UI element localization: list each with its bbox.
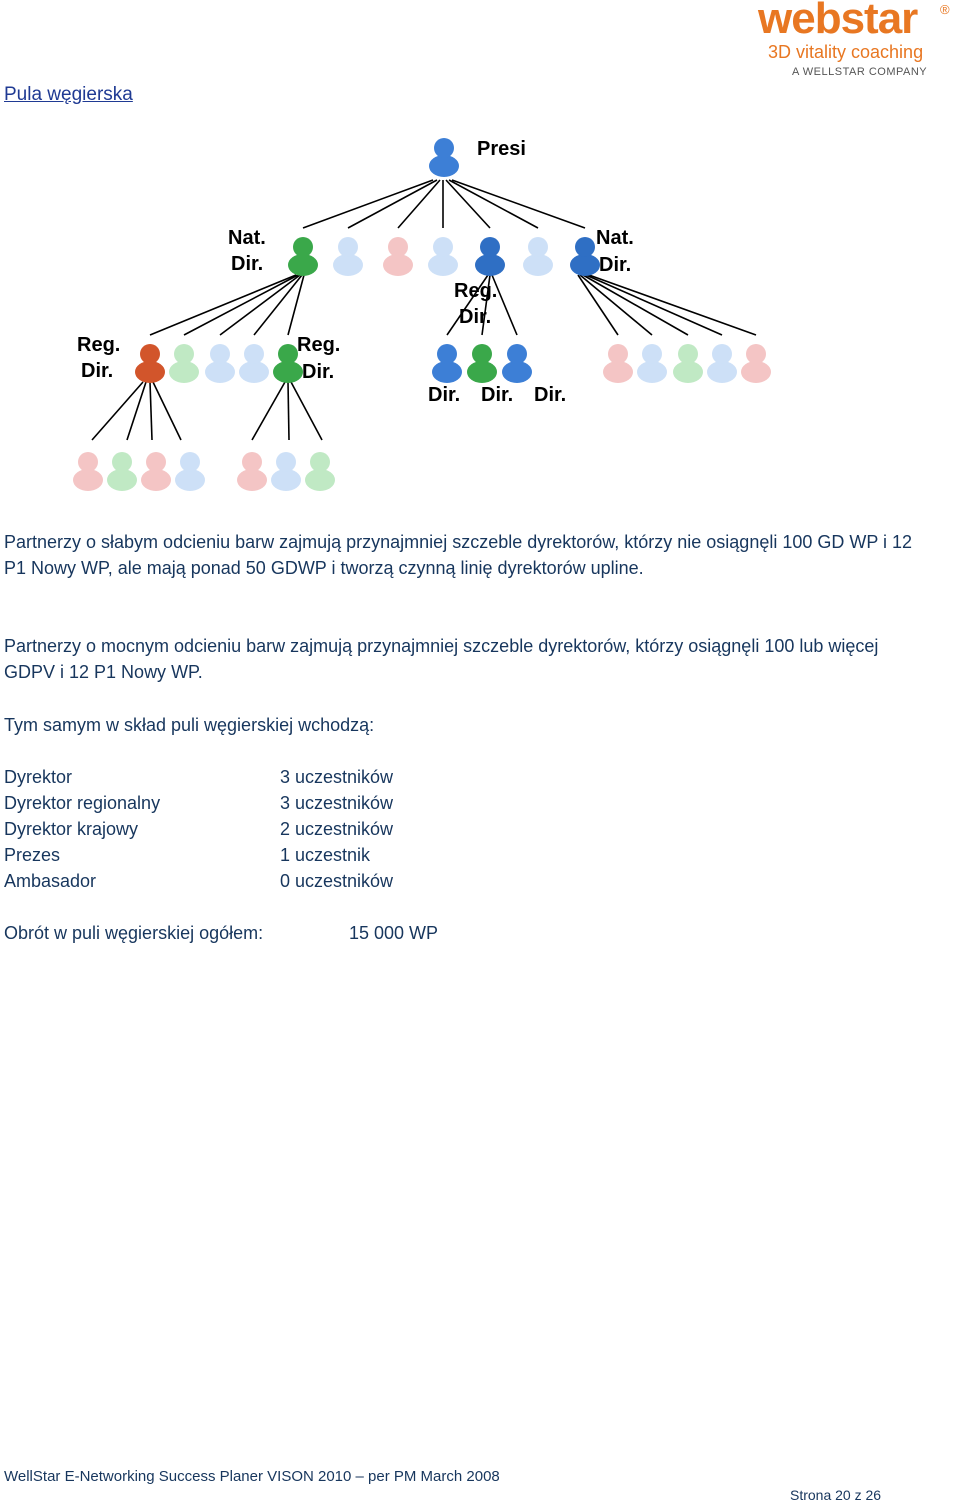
person-icon <box>305 452 335 491</box>
person-icon <box>428 237 458 276</box>
page-footer: WellStar E-Networking Success Planer VIS… <box>4 1468 500 1485</box>
person-icon <box>741 344 771 383</box>
person-icon <box>237 452 267 491</box>
logo-registered-mark: ® <box>940 2 950 17</box>
person-icon <box>271 452 301 491</box>
total-value: 15 000 WP <box>349 923 439 943</box>
list-item-label: Dyrektor krajowy <box>4 819 139 839</box>
label-nat-dir: Dir. <box>599 254 631 276</box>
logo-company: A WELLSTAR COMPANY <box>792 66 928 78</box>
person-icon <box>707 344 737 383</box>
person-icon <box>603 344 633 383</box>
total-label: Obrót w puli węgierskiej ogółem: <box>4 923 264 943</box>
label-dir: Dir. <box>481 384 513 406</box>
logo-wordmark: webstar <box>758 0 918 43</box>
person-icon <box>205 344 235 383</box>
list-item-value: 0 uczestników <box>280 871 394 891</box>
person-icon <box>169 344 199 383</box>
label-reg-dir: Dir. <box>81 360 113 382</box>
person-icon <box>502 344 532 383</box>
total-turnover: Obrót w puli węgierskiej ogółem: 15 000 … <box>4 920 438 946</box>
person-icon <box>135 344 165 383</box>
list-item-label: Dyrektor regionalny <box>4 793 161 813</box>
person-icon <box>432 344 462 383</box>
person-icon <box>637 344 667 383</box>
paragraph-weak-shade: Partnerzy o słabym odcieniu barw zajmują… <box>4 532 913 578</box>
label-nat-dir: Nat. <box>228 227 266 249</box>
label-reg-dir: Reg. <box>77 334 120 356</box>
person-icon <box>673 344 703 383</box>
paragraph-strong-shade: Partnerzy o mocnym odcieniu barw zajmują… <box>4 636 879 682</box>
person-icon <box>107 452 137 491</box>
list-item-value: 3 uczestników <box>280 767 394 787</box>
person-icon <box>467 344 497 383</box>
logo-tagline: 3D vitality coaching <box>768 42 924 62</box>
list-item-label: Prezes <box>4 845 61 865</box>
label-reg-dir: Dir. <box>459 306 491 328</box>
page-heading: Pula węgierska <box>4 84 133 105</box>
person-icon <box>73 452 103 491</box>
label-dir: Dir. <box>534 384 566 406</box>
connector-lines <box>91 179 757 441</box>
person-icon <box>383 237 413 276</box>
person-icon <box>333 237 363 276</box>
list-item-label: Dyrektor <box>4 767 73 787</box>
label-nat-dir: Dir. <box>231 253 263 275</box>
label-dir: Dir. <box>428 384 460 406</box>
hierarchy-diagram: Presi Nat. Dir. Nat. Dir. Reg. Dir. Reg.… <box>73 138 771 491</box>
person-icon <box>429 138 459 177</box>
paragraph-intro-list: Tym samym w skład puli węgierskiej wchod… <box>4 715 375 735</box>
label-reg-dir: Reg. <box>297 334 340 356</box>
person-icon <box>141 452 171 491</box>
label-nat-dir: Nat. <box>596 227 634 249</box>
list-item-label: Ambasador <box>4 871 97 891</box>
person-icon <box>239 344 269 383</box>
person-icon <box>288 237 318 276</box>
person-icon <box>523 237 553 276</box>
label-reg-dir: Reg. <box>454 280 497 302</box>
label-presi: Presi <box>477 138 526 160</box>
person-icon <box>475 237 505 276</box>
webstar-logo: webstar ® 3D vitality coaching A WELLSTA… <box>756 0 956 84</box>
list-item-value: 2 uczestników <box>280 819 394 839</box>
label-reg-dir: Dir. <box>302 361 334 383</box>
person-icon <box>175 452 205 491</box>
list-item-value: 1 uczestnik <box>280 845 371 865</box>
page-number: Strona 20 z 26 <box>790 1487 882 1503</box>
list-item-value: 3 uczestników <box>280 793 394 813</box>
